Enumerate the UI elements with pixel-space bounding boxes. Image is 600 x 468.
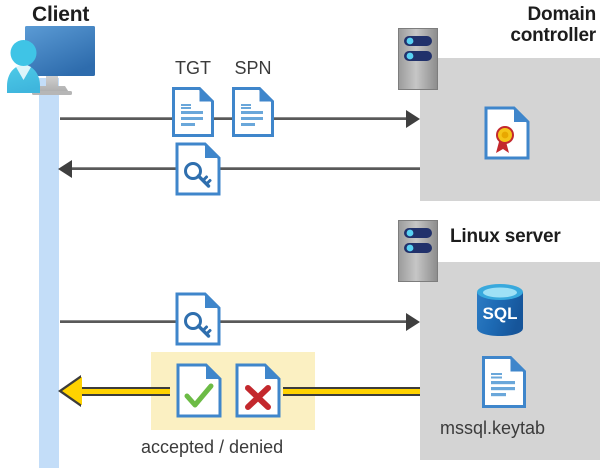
flow-line-auth-result-left-segment [80,387,170,396]
label-spn: SPN [234,58,272,78]
arrowhead-left-client-ticket [58,160,72,178]
certificate-document-icon [484,106,530,160]
arrowhead-left-auth-result [62,377,82,405]
text-document-icon-keytab [482,356,526,408]
label-accepted-denied: accepted / denied [141,437,284,457]
key-document-icon-service-ticket [175,292,221,346]
arrowhead-right-domain-controller [406,110,420,128]
cross-document-icon-denied [235,363,281,418]
page-title-linux-server: Linux server [450,226,561,247]
arrowhead-right-linux-server [406,313,420,331]
page-title-domain-controller: Domain controller [420,4,596,47]
checkmark-document-icon-accepted [176,363,222,418]
text-document-icon-spn [232,87,274,137]
server-rack-icon-domain-controller [398,28,438,90]
flow-line-auth-result-right-segment [283,387,420,396]
client-workstation-icon [2,24,102,106]
text-document-icon-tgt [172,87,214,137]
domain-controller-title-line2: controller [510,25,596,47]
flow-line-ticket-response [72,167,420,170]
key-document-icon-ticket-response [175,142,221,196]
sql-database-icon: SQL [471,281,529,339]
domain-controller-title-line1: Domain [527,4,597,25]
sql-database-label: SQL [483,304,518,323]
flow-line-service-ticket-request [60,320,410,323]
client-lifeline [39,78,59,468]
server-rack-icon-linux-server [398,220,438,282]
label-tgt: TGT [175,58,211,78]
page-title-client: Client [32,3,90,26]
label-mssql-keytab: mssql.keytab [440,418,546,438]
